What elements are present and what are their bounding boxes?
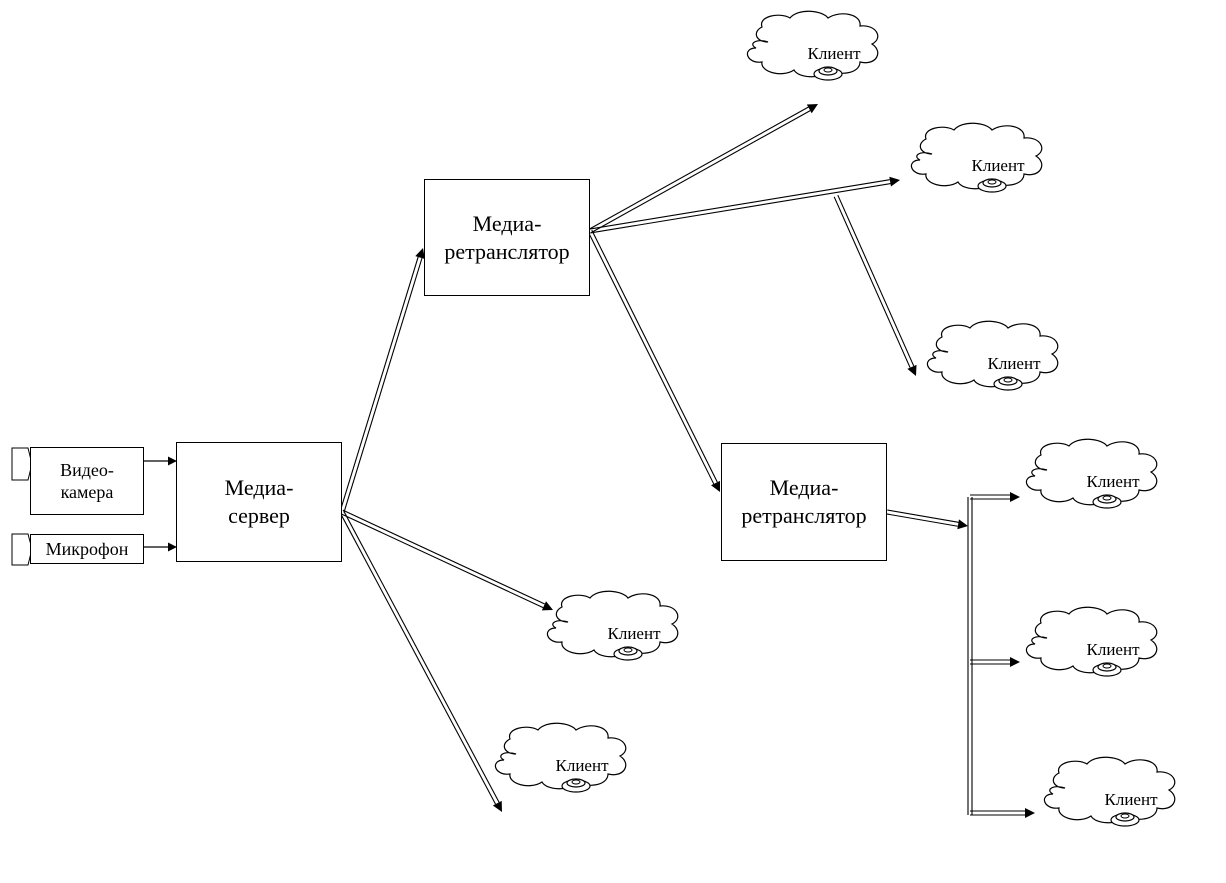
- relay-to-client-2-arrow: [589, 176, 900, 234]
- client-2-label: Клиент: [972, 156, 1026, 175]
- media-relay-bottom-box: Медиа- ретранслятор: [721, 443, 887, 561]
- microphone-box: Микрофон: [30, 534, 144, 564]
- video-camera-box: Видео- камера: [30, 447, 144, 515]
- relay-bottom-to-bus-arrow: [886, 509, 968, 530]
- client-r2: Клиент: [1025, 606, 1158, 677]
- client-top: Клиент: [746, 10, 879, 81]
- media-server-box: Медиа- сервер: [176, 442, 342, 562]
- client-bottom: Клиент: [494, 722, 627, 793]
- client2-to-client-3-arrow: [833, 194, 917, 376]
- client-3: Клиент: [926, 320, 1059, 391]
- media-relay-top-label: Медиа- ретранслятор: [444, 210, 570, 264]
- server-to-relay-top-arrow: [339, 248, 425, 513]
- server-to-client-mid-arrow: [340, 509, 553, 611]
- client-bottom-label: Клиент: [556, 756, 610, 775]
- client-top-label: Клиент: [808, 44, 862, 63]
- client-mid: Клиент: [546, 590, 679, 661]
- server-to-client-bottom-arrow: [339, 510, 502, 812]
- microphone-tab: [11, 533, 33, 566]
- bus-to-client-r2-arrow: [970, 657, 1020, 667]
- relay-to-client-1-arrow: [588, 104, 818, 234]
- client-r1-label: Клиент: [1087, 472, 1141, 491]
- relay-top-to-relay-bottom-arrow: [587, 229, 721, 492]
- video-camera-label: Видео- камера: [60, 460, 114, 502]
- bus-to-client-r3-arrow: [970, 808, 1035, 818]
- media-server-label: Медиа- сервер: [224, 475, 294, 528]
- client-r3: Клиент: [1043, 756, 1176, 827]
- client-r1: Клиент: [1025, 438, 1158, 509]
- client-mid-label: Клиент: [608, 624, 662, 643]
- bus-to-client-r1-arrow: [970, 492, 1020, 502]
- camera-tab: [11, 447, 33, 481]
- microphone-label: Микрофон: [45, 538, 129, 559]
- distribution-bus: [967, 497, 973, 815]
- media-relay-top-box: Медиа- ретранслятор: [424, 179, 590, 296]
- client-r2-label: Клиент: [1087, 640, 1141, 659]
- client-r3-label: Клиент: [1105, 790, 1159, 809]
- client-3-label: Клиент: [988, 354, 1042, 373]
- client-2: Клиент: [910, 122, 1043, 193]
- media-relay-bottom-label: Медиа- ретранслятор: [741, 475, 867, 528]
